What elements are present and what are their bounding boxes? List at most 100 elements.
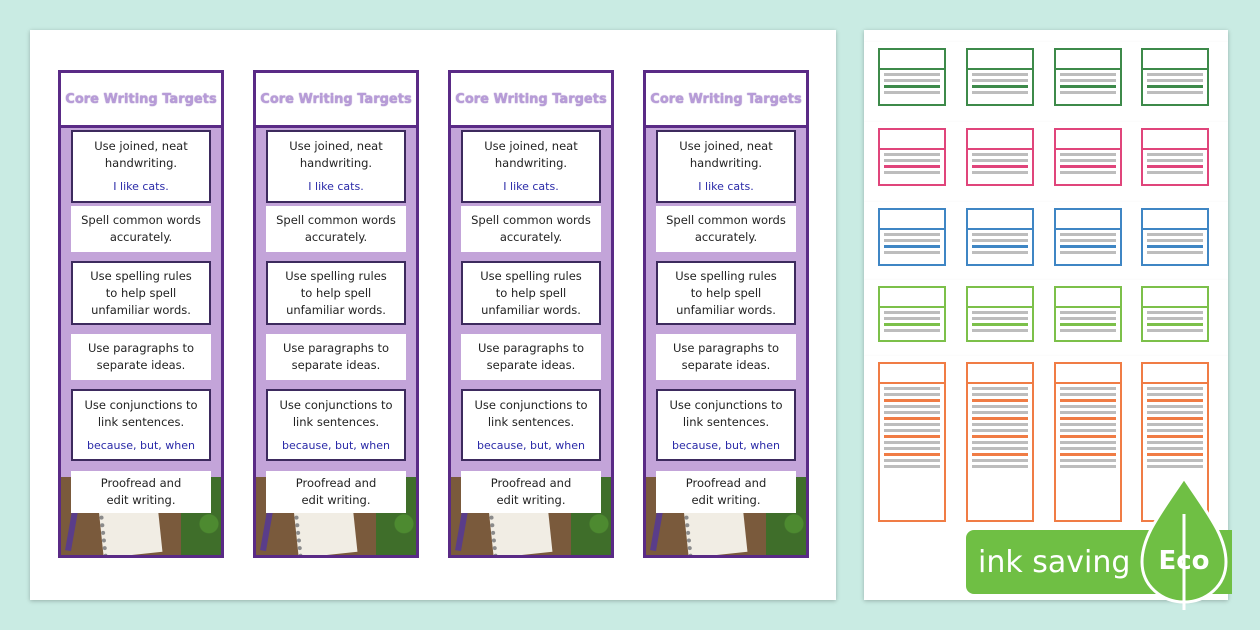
target-text: to help spell — [300, 285, 372, 300]
thumbnail-line — [1147, 85, 1203, 88]
thumbnail-line — [884, 423, 940, 426]
thumbnail-header — [1143, 50, 1207, 70]
bookmark-thumbnail — [1054, 48, 1122, 106]
thumbnail-line — [1147, 411, 1203, 414]
thumbnail-header — [880, 288, 944, 308]
thumbnail-line — [1147, 453, 1203, 456]
thumbnail-line — [884, 447, 940, 450]
thumbnail-line — [1060, 429, 1116, 432]
target-text: edit writing. — [496, 493, 566, 507]
thumbnail-line — [1060, 329, 1116, 332]
thumbnail-line — [972, 405, 1028, 408]
thumbnail-header — [880, 130, 944, 150]
thumbnail-line — [1147, 417, 1203, 420]
target-text: Spell common words — [81, 213, 201, 227]
thumbnail-line — [1060, 387, 1116, 390]
bookmark-thumbnail — [878, 48, 946, 106]
thumbnail-line — [1060, 239, 1116, 242]
thumbnail-header — [968, 288, 1032, 308]
thumbnail-line — [972, 387, 1028, 390]
thumbnail-header — [1143, 288, 1207, 308]
bookmark-thumbnail — [1141, 128, 1209, 186]
thumbnail-line — [1147, 73, 1203, 76]
thumbnail-line — [884, 317, 940, 320]
thumbnail-line — [972, 411, 1028, 414]
target-text: to help spell — [690, 285, 762, 300]
bookmark-thumbnail — [966, 128, 1034, 186]
thumbnail-header — [968, 364, 1032, 384]
thumbnail-line — [972, 153, 1028, 156]
target-text: unfamiliar words. — [91, 302, 191, 317]
thumbnail-line — [1060, 79, 1116, 82]
thumbnail-header — [1143, 364, 1207, 384]
thumbnail-line — [972, 79, 1028, 82]
target-text: accurately. — [109, 230, 173, 244]
thumbnail-line — [1147, 233, 1203, 236]
thumbnail-line — [1060, 165, 1116, 168]
thumbnail-line — [1147, 153, 1203, 156]
thumbnail-line — [884, 411, 940, 414]
target-example: because, but, when — [672, 438, 780, 452]
target-text: Spell common words — [276, 213, 396, 227]
eco-leaf-icon: Eco — [1138, 474, 1230, 612]
target-text: Use joined, neat — [289, 139, 383, 153]
thumbnail-line — [1060, 405, 1116, 408]
thumbnail-line — [1147, 423, 1203, 426]
thumbnail-line — [972, 317, 1028, 320]
target-box: Spell common words accurately. — [71, 206, 211, 252]
thumbnail-header — [968, 210, 1032, 230]
bookmark-thumbnail — [966, 208, 1034, 266]
thumbnail-line — [1060, 159, 1116, 162]
target-text: edit writing. — [691, 493, 761, 507]
thumbnail-line — [884, 405, 940, 408]
bookmark-thumbnail — [1141, 48, 1209, 106]
thumbnail-line — [884, 73, 940, 76]
thumbnail-line — [972, 171, 1028, 174]
target-example: I like cats. — [113, 180, 169, 193]
thumbnail-header — [1056, 50, 1120, 70]
target-example: I like cats. — [698, 180, 754, 193]
bookmark-title: Core Writing Targets — [451, 73, 611, 128]
thumbnail-header — [880, 210, 944, 230]
thumbnail-header — [1143, 210, 1207, 230]
target-text: Use paragraphs to — [87, 341, 195, 355]
thumbnail-line — [972, 233, 1028, 236]
thumbnail-line — [1147, 393, 1203, 396]
thumbnail-line — [972, 393, 1028, 396]
thumbnail-row — [864, 280, 1228, 356]
thumbnail-line — [1147, 329, 1203, 332]
thumbnail-line — [972, 85, 1028, 88]
thumbnail-line — [1060, 417, 1116, 420]
thumbnail-line — [884, 311, 940, 314]
thumbnail-header — [1056, 130, 1120, 150]
target-text: separate ideas. — [291, 358, 381, 372]
bookmark-thumbnail — [878, 286, 946, 342]
target-text: handwriting. — [299, 156, 373, 170]
target-text: Use joined, neat — [484, 139, 578, 153]
thumbnail-line — [884, 329, 940, 332]
thumbnail-line — [1060, 91, 1116, 94]
thumbnail-line — [972, 311, 1028, 314]
target-example: I like cats. — [308, 180, 364, 193]
target-text: separate ideas. — [681, 358, 771, 372]
thumbnail-line — [1060, 85, 1116, 88]
thumbnail-line — [1147, 323, 1203, 326]
thumbnail-line — [884, 453, 940, 456]
thumbnail-line — [1060, 465, 1116, 468]
thumbnail-line — [884, 435, 940, 438]
bookmark-thumbnail — [1054, 362, 1122, 522]
